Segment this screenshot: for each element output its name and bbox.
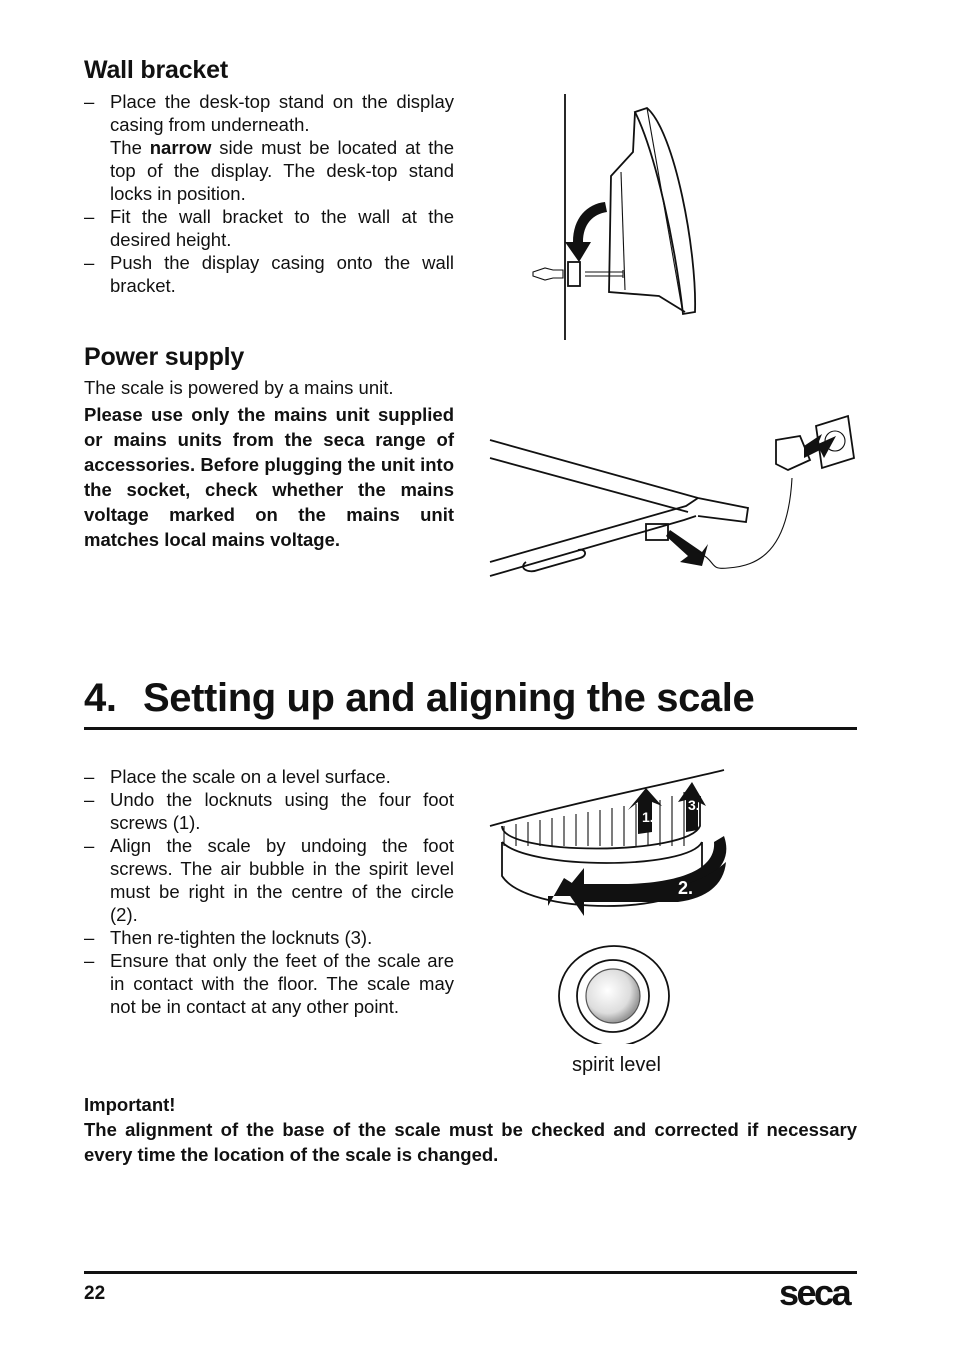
plug-in-arrow-icon [666,530,708,566]
footer-rule [84,1271,857,1274]
list-item: –Ensure that only the feet of the scale … [84,949,454,1018]
power-supply-heading: Power supply [84,343,245,371]
list-item: –Undo the locknuts using the four foot s… [84,788,454,834]
power-socket-on-scale [645,523,669,541]
list-dash: – [84,927,95,948]
spirit-level-housing [558,945,670,1044]
up-arrow-icon [628,788,662,834]
note-text-start: The [110,137,150,158]
rotate-arrow-icon [565,202,607,262]
spirit-level-caption: spirit level [572,1054,661,1076]
page-number: 22 [84,1283,106,1304]
locknut-ring [501,796,701,850]
chapter-title: Setting up and aligning the scale [143,676,755,720]
list-item: –Place the scale on a level surface. [84,765,454,788]
list-dash: – [84,789,95,810]
step-2-label: 2. [678,878,693,898]
list-item: – Fit the wall bracket to the wall at th… [84,205,454,251]
list-item-text: Ensure that only the feet of the scale a… [110,950,454,1017]
spirit-level-illustration [558,945,670,1044]
wall-plug-icon [532,267,564,281]
list-item-text: Place the desk-top stand on the display … [110,91,454,135]
display-casing-side [608,111,686,313]
wall-socket-icon [815,414,855,470]
setup-instructions: –Place the scale on a level surface. –Un… [84,765,454,1018]
step-3-label: 3. [688,797,700,813]
spirit-level-ring [576,959,650,1033]
wall-bracket-piece [567,261,581,287]
important-text: The alignment of the base of the scale m… [84,1119,857,1165]
list-item-note: The narrow side must be located at the t… [110,136,454,205]
power-supply-intro: The scale is powered by a mains unit. [84,377,394,398]
wall-bracket-instructions: – Place the desk-top stand on the displa… [84,90,454,297]
turn-arrow-icon [566,862,726,916]
scale-platform-edge [489,457,689,513]
casing-stand [620,171,626,291]
list-item-text: Align the scale by undoing the foot scre… [110,835,454,925]
important-note: Important! The alignment of the base of … [84,1092,857,1167]
mains-adapter-icon [775,434,812,471]
note-text-end: side must be located at the top of the d… [110,137,454,204]
list-dash: – [84,950,95,971]
seca-logo: seca [779,1272,852,1313]
wall-bracket-illustration [532,94,696,340]
chapter-rule [84,727,857,730]
scale-handle [522,548,586,573]
list-item-text: Push the display casing onto the wall br… [110,252,454,296]
list-dash: – [84,206,95,227]
up-arrow-icon-2 [678,782,706,832]
display-casing-front [633,106,696,316]
chapter-number: 4. [84,676,117,720]
foot-screw-illustration: 1. 3. 2. [489,769,727,916]
adapter-arrow-icon [804,434,836,458]
casing-edge [646,107,684,315]
foot-screw-top [501,841,703,864]
important-label: Important! [84,1094,176,1115]
list-item-text: Undo the locknuts using the four foot sc… [110,789,454,833]
list-item-text: Place the scale on a level surface. [110,766,391,787]
list-item: –Align the scale by undoing the foot scr… [84,834,454,926]
wall-bracket-heading: Wall bracket [84,56,228,84]
scale-base [489,497,699,577]
chapter-heading: 4. Setting up and aligning the scale [84,676,864,721]
list-dash: – [84,91,95,112]
list-item: – Place the desk-top stand on the displa… [84,90,454,205]
list-item: –Then re-tighten the locknuts (3). [84,926,454,949]
list-item-text: Then re-tighten the locknuts (3). [110,927,373,948]
step-1-label: 1. [642,809,654,825]
screw-icon [585,270,624,278]
list-item-text: Fit the wall bracket to the wall at the … [110,206,454,250]
list-dash: – [84,766,95,787]
scale-platform-top [489,439,750,524]
note-emphasis: narrow [149,137,212,158]
air-bubble [585,968,641,1024]
list-dash: – [84,835,95,856]
socket-outlet [824,430,846,452]
power-cable [697,477,793,569]
power-supply-warning: Please use only the mains unit supplied … [84,404,454,550]
list-dash: – [84,252,95,273]
scale-underside [489,769,725,827]
power-supply-illustration [489,414,855,577]
list-item: – Push the display casing onto the wall … [84,251,454,297]
